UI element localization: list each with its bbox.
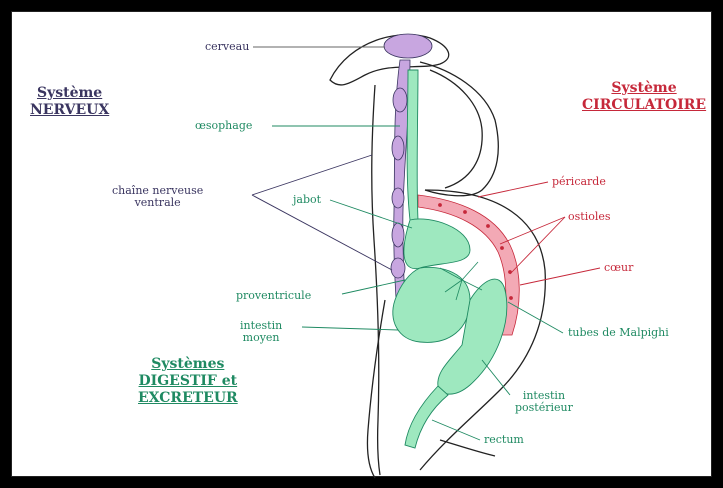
title-nervous-line2: NERVEUX — [30, 102, 109, 119]
label-intestin-moyen-line2: moyen — [240, 332, 282, 344]
title-circulatory-line2: CIRCULATOIRE — [582, 97, 706, 114]
brain-shape — [384, 34, 432, 58]
digestive-system — [393, 70, 507, 448]
label-chaine-nerveuse: chaîne nerveuse ventrale — [112, 185, 203, 209]
label-oesophage: œsophage — [195, 120, 252, 132]
label-intestin-posterieur: intestin postérieur — [515, 390, 573, 414]
label-pericarde: péricarde — [552, 176, 606, 188]
title-nervous-line1: Système — [30, 85, 109, 102]
label-intestin-posterieur-line2: postérieur — [515, 402, 573, 414]
title-digestive-line1: Systèmes — [138, 356, 238, 373]
midgut-shape — [393, 267, 470, 342]
label-chaine-line2: ventrale — [112, 197, 203, 209]
rectum-shape — [405, 386, 448, 448]
title-digestive-line3: EXCRETEUR — [138, 390, 238, 407]
crop-shape — [404, 219, 470, 269]
title-circulatory-system: Système CIRCULATOIRE — [582, 80, 706, 114]
label-ostioles: ostioles — [568, 211, 611, 223]
label-intestin-moyen: intestin moyen — [240, 320, 282, 344]
oesophagus-shape — [407, 70, 418, 220]
title-circulatory-line1: Système — [582, 80, 706, 97]
label-jabot: jabot — [293, 194, 321, 206]
title-nervous-system: Système NERVEUX — [30, 85, 109, 119]
title-digestive-line2: DIGESTIF et — [138, 373, 238, 390]
label-coeur: cœur — [604, 262, 633, 274]
label-rectum: rectum — [484, 434, 524, 446]
title-digestive-system: Systèmes DIGESTIF et EXCRETEUR — [138, 356, 238, 407]
label-tubes-malpighi: tubes de Malpighi — [568, 327, 669, 339]
label-cerveau: cerveau — [205, 41, 249, 53]
label-proventricule: proventricule — [236, 290, 311, 302]
